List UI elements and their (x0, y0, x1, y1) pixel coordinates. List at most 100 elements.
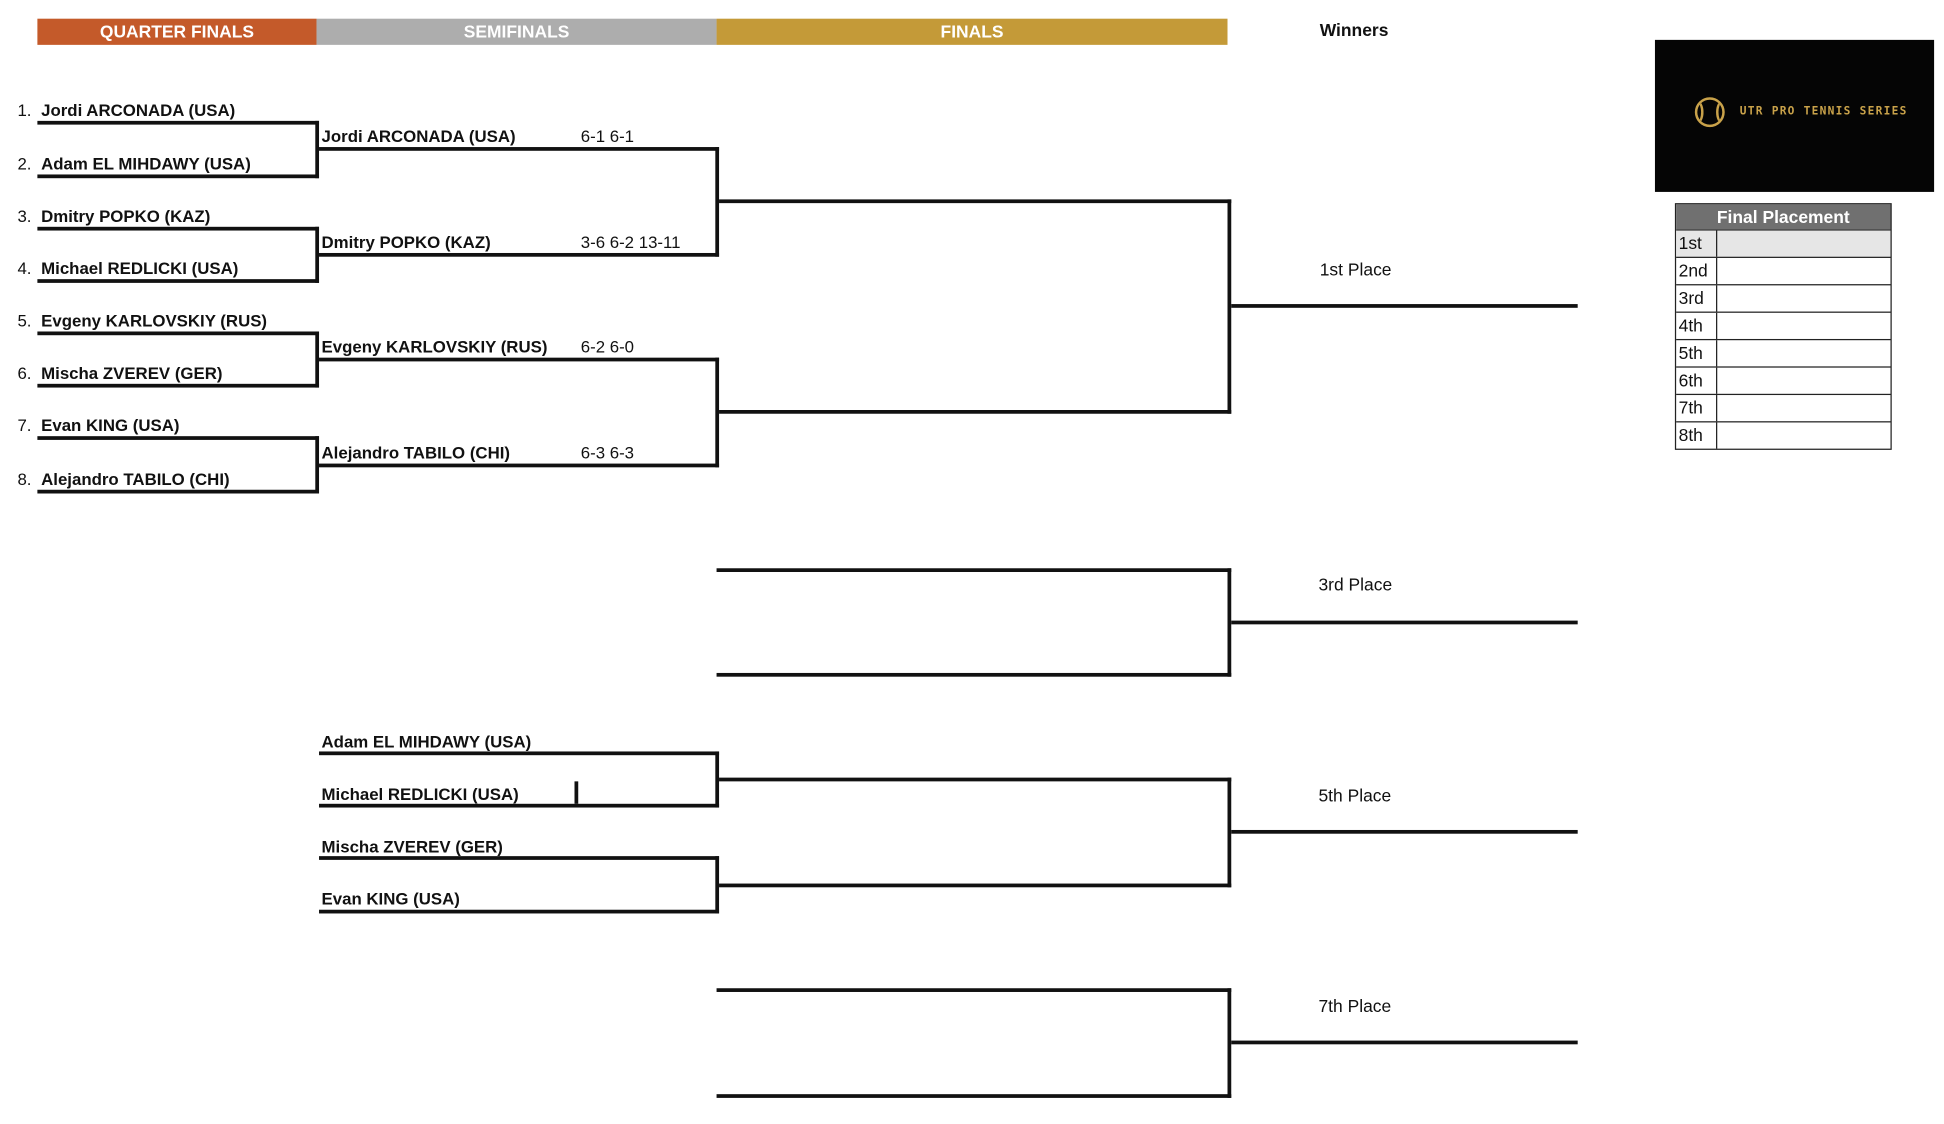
bracket-line (37, 120, 320, 125)
consolation-player: Michael REDLICKI (USA) (321, 785, 519, 804)
placement-row: 6th (1676, 366, 1891, 394)
bracket-line (719, 409, 1232, 414)
placement-value-cell[interactable] (1717, 422, 1890, 448)
bracket-line (319, 463, 720, 468)
bracket-line (716, 988, 1232, 992)
tennis-ball-icon (1694, 97, 1725, 128)
bracket-line (37, 383, 320, 388)
qf-player: Michael REDLICKI (USA) (41, 259, 239, 278)
placement-value-cell[interactable] (1717, 258, 1890, 284)
winners-header: Winners (1319, 19, 1389, 40)
final-placement-table: Final Placement 1st 2nd 3rd 4th 5th 6th … (1674, 203, 1892, 450)
qf-seed: 6. (17, 363, 32, 383)
bracket-line (37, 174, 320, 179)
qf-player: Jordi ARCONADA (USA) (41, 100, 236, 120)
placement-value-cell[interactable] (1717, 231, 1890, 257)
semifinals-header: SEMIFINALS (316, 18, 717, 45)
placement-value-cell[interactable] (1717, 313, 1890, 339)
sf-player: Jordi ARCONADA (USA) (321, 127, 516, 146)
qf-player: Mischa ZVEREV (GER) (41, 363, 223, 383)
consolation-player: Evan KING (USA) (321, 889, 460, 909)
finals-header: FINALS (716, 18, 1228, 45)
placement-row: 5th (1676, 338, 1891, 367)
utr-logo: UTR PRO TENNIS SERIES (1654, 39, 1935, 192)
qf-player: Dmitry POPKO (KAZ) (41, 206, 211, 226)
seventh-place-label: 7th Place (1318, 995, 1392, 1016)
placement-label: 8th (1676, 422, 1718, 449)
placement-label: 4th (1676, 312, 1718, 339)
bracket-line (715, 751, 720, 808)
final-placement-title: Final Placement (1676, 204, 1891, 230)
logo-text: UTR PRO TENNIS SERIES (1739, 105, 1908, 119)
qf-seed: 1. (17, 100, 32, 120)
placement-label: 6th (1676, 367, 1718, 394)
bracket-line (319, 357, 720, 362)
sf-player: Evgeny KARLOVSKIY (RUS) (321, 337, 548, 357)
bracket-line (315, 226, 320, 283)
placement-row: 1st (1676, 229, 1891, 257)
bracket-line (1231, 304, 1578, 308)
bracket-line (1231, 620, 1578, 625)
consolation-player: Adam EL MIHDAWY (USA) (321, 732, 532, 752)
bracket-line (37, 331, 320, 336)
placement-value-cell[interactable] (1717, 340, 1890, 366)
qf-player: Alejandro TABILO (CHI) (41, 469, 230, 489)
placement-label: 1st (1676, 230, 1718, 257)
bracket-line (719, 883, 1232, 888)
placement-label: 5th (1676, 340, 1718, 367)
bracket-line (37, 279, 320, 283)
bracket-line (719, 777, 1232, 782)
placement-label: 3rd (1676, 285, 1718, 312)
bracket-line (715, 147, 720, 257)
placement-value-cell[interactable] (1717, 285, 1890, 311)
fifth-place-label: 5th Place (1318, 785, 1392, 806)
qf-seed: 5. (17, 311, 32, 331)
bracket-line (315, 120, 320, 179)
qf-seed: 8. (17, 469, 32, 489)
bracket-line (715, 357, 720, 468)
bracket-line (319, 803, 720, 808)
bracket-line (37, 436, 320, 440)
bracket-line (319, 856, 720, 860)
sf-score: 6-3 6-3 (580, 443, 635, 463)
bracket-line (37, 489, 320, 494)
qf-player: Evan KING (USA) (41, 416, 180, 435)
cursor-mark (574, 781, 579, 804)
quarter-finals-header: QUARTER FINALS (37, 18, 317, 45)
placement-row: 2nd (1676, 256, 1891, 285)
sf-player: Alejandro TABILO (CHI) (321, 443, 511, 463)
placement-value-cell[interactable] (1717, 368, 1890, 394)
bracket-line (37, 226, 320, 231)
placement-label: 2nd (1676, 257, 1718, 285)
placement-row: 4th (1676, 311, 1891, 339)
bracket-line (1231, 829, 1578, 834)
qf-seed: 7. (17, 416, 32, 435)
sf-score: 6-2 6-0 (580, 337, 635, 357)
bracket-line (315, 331, 320, 388)
bracket-line (716, 1094, 1232, 1098)
bracket-line (319, 909, 720, 914)
bracket-line (716, 568, 1232, 573)
qf-player: Adam EL MIHDAWY (USA) (41, 154, 251, 174)
first-place-label: 1st Place (1319, 259, 1392, 280)
bracket-line (315, 436, 320, 494)
bracket-line (1231, 1040, 1578, 1045)
bracket-line (719, 199, 1232, 204)
qf-seed: 2. (17, 154, 32, 174)
bracket-line (319, 252, 720, 257)
bracket-line (715, 856, 720, 914)
sf-score: 6-1 6-1 (580, 127, 635, 146)
qf-seed: 3. (17, 206, 32, 226)
qf-seed: 4. (17, 259, 32, 278)
third-place-label: 3rd Place (1318, 574, 1393, 595)
sf-player: Dmitry POPKO (KAZ) (321, 233, 491, 252)
placement-value-cell[interactable] (1717, 395, 1890, 421)
placement-row: 7th (1676, 393, 1891, 422)
bracket-line (716, 672, 1232, 677)
consolation-player: Mischa ZVEREV (GER) (321, 837, 503, 857)
bracket-line (1227, 777, 1232, 888)
placement-label: 7th (1676, 395, 1718, 422)
sf-score: 3-6 6-2 13-11 (580, 233, 681, 252)
bracket-line (1227, 988, 1232, 1098)
